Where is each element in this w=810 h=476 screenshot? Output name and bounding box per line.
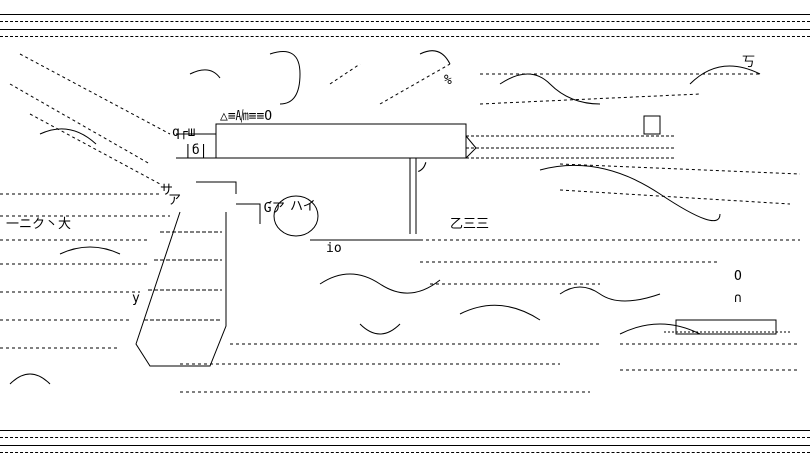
label-cap: ∩ xyxy=(734,291,742,306)
label-top-marks: △≡㏟≡≡O xyxy=(220,109,272,124)
label-right-kana: 乙三三 xyxy=(450,217,489,232)
trigger-guard xyxy=(273,195,420,241)
label-gamma-a: Ɠア xyxy=(264,201,285,216)
label-bolt: |б| xyxy=(184,143,207,158)
label-io: iο xyxy=(326,241,342,256)
rifle-sight xyxy=(196,181,790,335)
label-kanji: 丂 xyxy=(742,55,755,70)
ascii-art-canvas: △≡㏟≡≡O |б| q┌ш Ɠア ア ノ 一ニク丶大 乙三三 iο O ∩ %… xyxy=(0,44,810,424)
speed-lines xyxy=(0,53,801,393)
bottom-border xyxy=(0,428,810,456)
label-y: y xyxy=(132,291,140,306)
flow-curves xyxy=(9,50,761,385)
label-no: ノ xyxy=(416,161,429,176)
label-percent: % xyxy=(444,73,452,88)
label-circle-right: O xyxy=(734,269,742,284)
top-border xyxy=(0,12,810,40)
rifle-receiver xyxy=(176,115,676,234)
rifle-magazine xyxy=(135,211,227,367)
label-hai: ハイ xyxy=(290,199,316,214)
label-sa: サ xyxy=(160,183,173,198)
label-q-mark: q┌ш xyxy=(172,125,196,140)
label-left-kana: 一ニク丶大 xyxy=(6,217,71,232)
label-a-left: ア xyxy=(168,193,181,208)
